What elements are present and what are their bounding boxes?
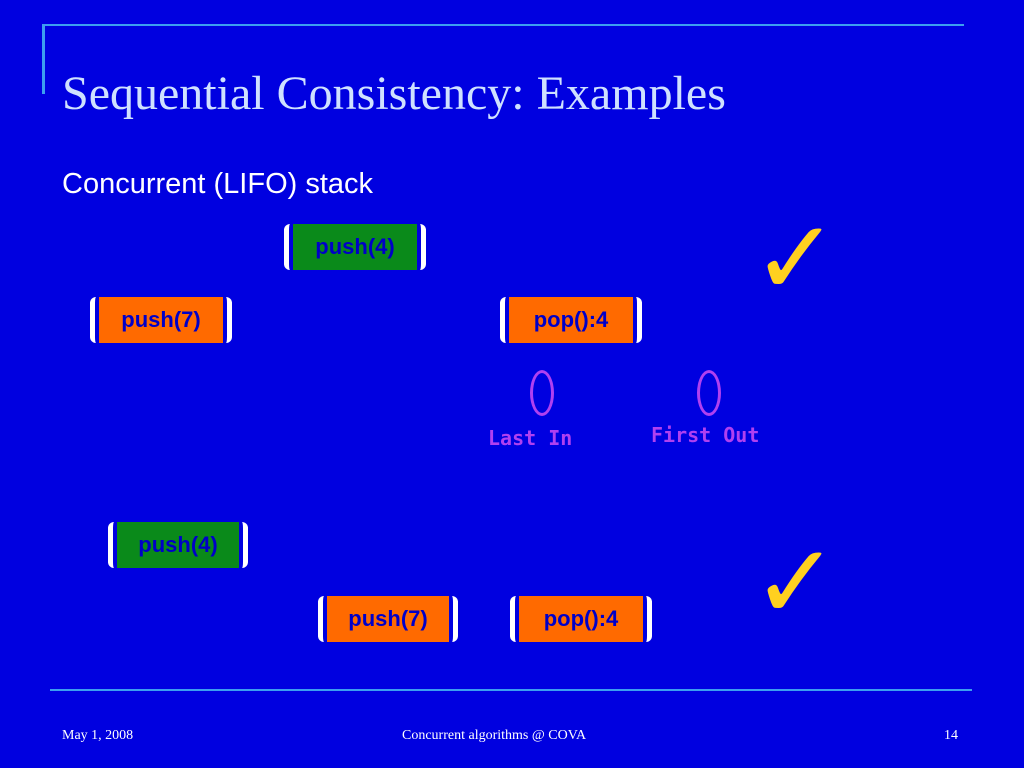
last-in-ellipse <box>530 370 554 416</box>
slide-subtitle: Concurrent (LIFO) stack <box>62 168 374 200</box>
footer-center: Concurrent algorithms @ COVA <box>402 728 587 743</box>
ex1-push4-label: push(4) <box>293 224 417 270</box>
footer-page-number: 14 <box>944 728 958 743</box>
ex1-pop-label: pop():4 <box>509 297 633 343</box>
ex2-check-icon: ✓ <box>752 521 840 643</box>
frame-left-rule <box>42 24 45 94</box>
ex2-push7-label: push(7) <box>327 596 449 642</box>
ex2-push7-op: push(7) <box>318 596 458 642</box>
slide-title: Sequential Consistency: Examples <box>62 67 726 120</box>
ex1-push4-op: push(4) <box>284 224 426 270</box>
last-in-annotation: Last In <box>488 426 573 450</box>
ex2-push4-label: push(4) <box>117 522 239 568</box>
ex1-pop-op: pop():4 <box>500 297 642 343</box>
ex2-pop-label: pop():4 <box>519 596 643 642</box>
ex1-push7-op: push(7) <box>90 297 232 343</box>
footer-date: May 1, 2008 <box>62 728 134 743</box>
first-out-annotation: First Out <box>651 423 760 447</box>
footer-rule <box>50 689 972 691</box>
ex1-check-icon: ✓ <box>752 197 840 319</box>
ex2-pop-op: pop():4 <box>510 596 652 642</box>
ex2-push4-op: push(4) <box>108 522 248 568</box>
ex1-push7-label: push(7) <box>99 297 223 343</box>
first-out-ellipse <box>697 370 721 416</box>
frame-top-rule <box>44 24 964 26</box>
